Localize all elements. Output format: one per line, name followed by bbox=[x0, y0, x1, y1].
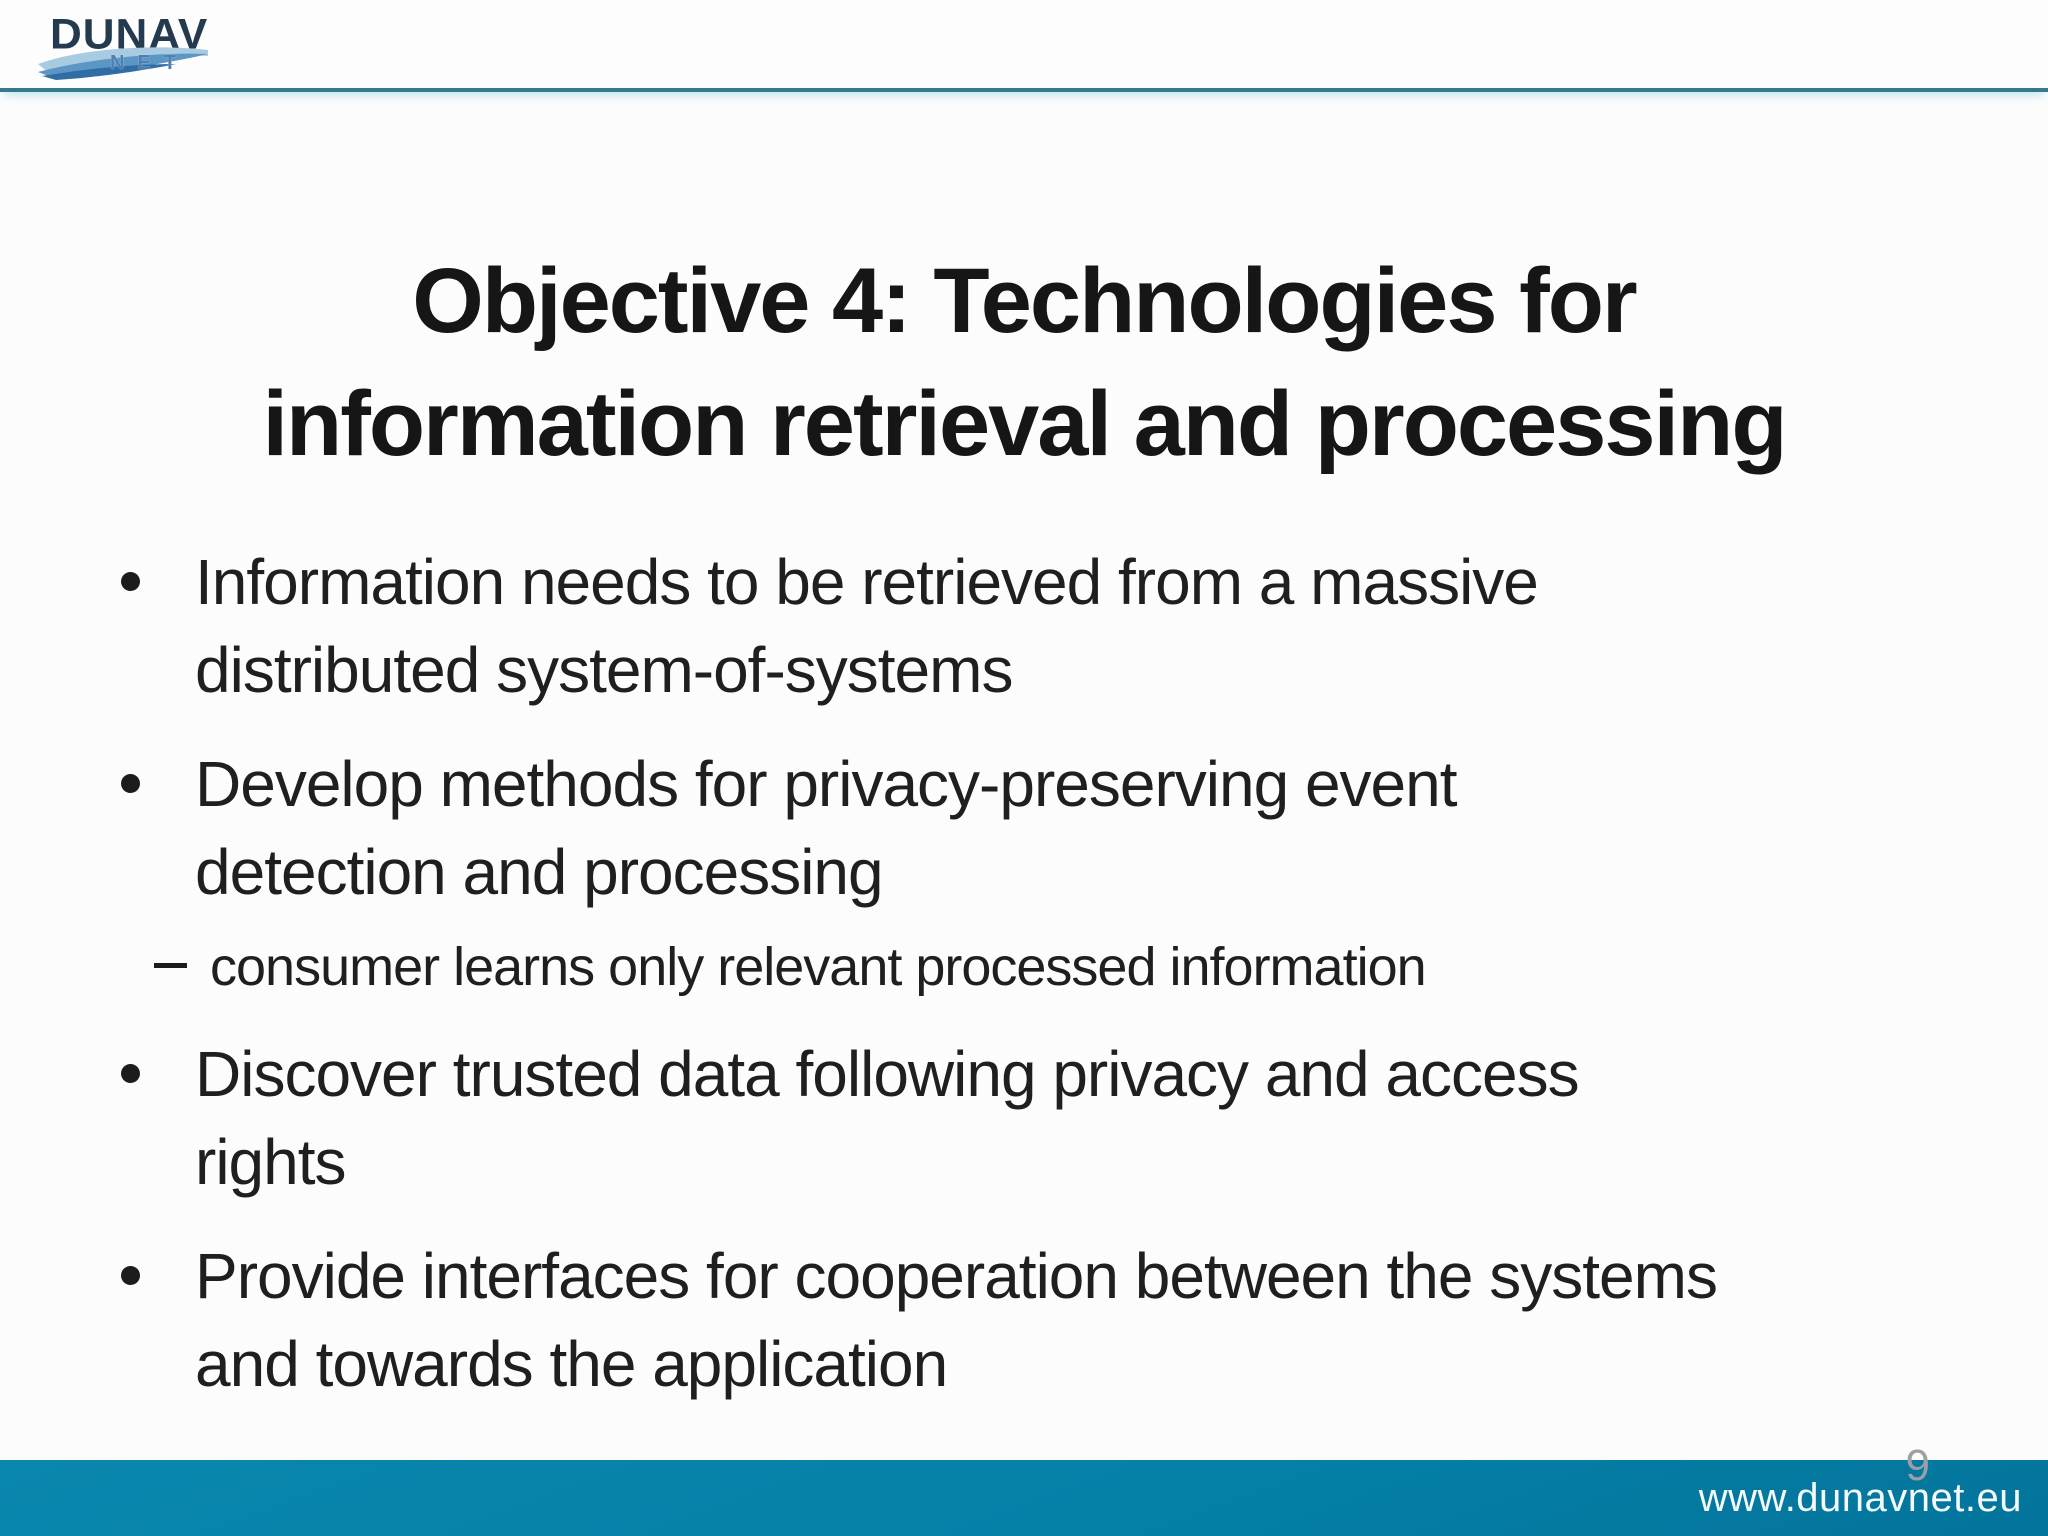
bullet-icon bbox=[121, 1064, 140, 1083]
bullet-text: Provide interfaces for cooperation betwe… bbox=[195, 1240, 1718, 1400]
dash-icon bbox=[154, 963, 187, 968]
bullet-icon bbox=[121, 572, 140, 591]
sub-bullet-list: consumer learns only relevant processed … bbox=[154, 930, 1910, 1004]
title-line-2: information retrieval and processing bbox=[262, 373, 1787, 475]
slide-title: Objective 4: Technologies for informatio… bbox=[40, 240, 2008, 486]
bullet-item-1: Information needs to be retrieved from a… bbox=[120, 538, 1910, 714]
bullet-text: Information needs to be retrieved from a… bbox=[195, 546, 1539, 706]
bullet-item-4: Provide interfaces for cooperation betwe… bbox=[120, 1232, 1910, 1408]
bullet-text: Develop methods for privacy-preserving e… bbox=[195, 748, 1458, 908]
footer-bar: www.dunavnet.eu bbox=[0, 1460, 2048, 1536]
bullet-icon bbox=[121, 774, 140, 793]
footer-url: www.dunavnet.eu bbox=[1698, 1475, 2022, 1520]
logo-wave-icon bbox=[38, 47, 208, 80]
bullet-text: Discover trusted data following privacy … bbox=[195, 1038, 1580, 1198]
sub-bullet-item-1: consumer learns only relevant processed … bbox=[120, 930, 1910, 1004]
bullet-item-2: Develop methods for privacy-preserving e… bbox=[120, 740, 1910, 1004]
bullet-icon bbox=[121, 1266, 140, 1285]
page-number: 9 bbox=[1905, 1441, 1930, 1490]
sub-bullet-text: consumer learns only relevant processed … bbox=[210, 937, 1427, 997]
bullet-item-3: Discover trusted data following privacy … bbox=[120, 1030, 1910, 1206]
title-line-1: Objective 4: Technologies for bbox=[412, 250, 1637, 352]
bullet-list: Information needs to be retrieved from a… bbox=[120, 538, 1910, 1408]
dunavnet-logo: DUNAV NET bbox=[36, 8, 211, 80]
logo-sub-text: NET bbox=[110, 52, 189, 74]
header-bar: DUNAV NET bbox=[0, 0, 2048, 92]
